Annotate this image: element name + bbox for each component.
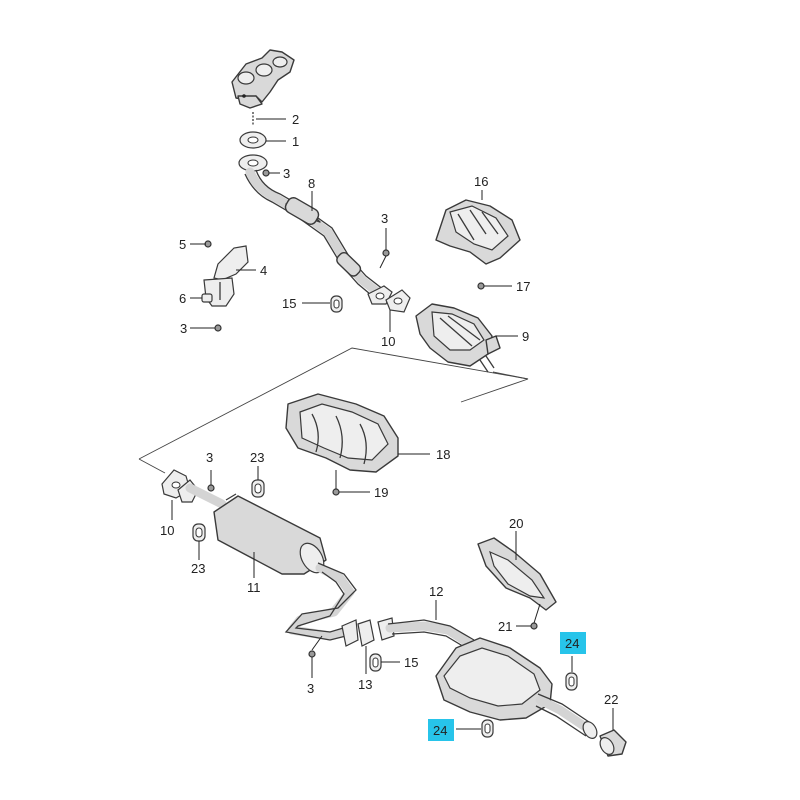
manifold-stud-2	[252, 112, 286, 126]
callout-23: 23	[250, 450, 264, 465]
bracket-4	[190, 240, 256, 332]
callout-24-highlight-a	[560, 632, 586, 654]
callout-3: 3	[381, 211, 388, 226]
rubber-hanger-15b	[369, 653, 400, 672]
heat-shield-rear	[477, 531, 557, 630]
nut-3b	[379, 228, 390, 269]
rubber-hanger-23b	[192, 523, 206, 560]
callout-labels: 1 2 3 3 3 3 3 4 5 6 8 9 10 10 11 12 13 1…	[160, 112, 618, 738]
callout-3: 3	[180, 321, 187, 336]
callout-13: 13	[358, 677, 372, 692]
flange-gasket-lower	[161, 469, 199, 520]
callout-10: 10	[160, 523, 174, 538]
nut-3c	[207, 470, 215, 492]
manifold-gasket-1	[239, 131, 286, 149]
rubber-hanger-24a	[565, 656, 578, 691]
rubber-hanger-24b	[456, 719, 494, 738]
front-pipe-flange	[238, 154, 268, 172]
callout-5: 5	[179, 237, 186, 252]
callout-18: 18	[436, 447, 450, 462]
callout-1: 1	[292, 134, 299, 149]
callout-11: 11	[247, 580, 261, 595]
rear-muffler	[385, 600, 598, 739]
callout-15: 15	[404, 655, 418, 670]
callout-9: 9	[522, 329, 529, 344]
callout-2: 2	[292, 112, 299, 127]
callout-19: 19	[374, 485, 388, 500]
callout-23: 23	[191, 561, 205, 576]
callout-24: 24	[565, 636, 579, 651]
callout-4: 4	[260, 263, 267, 278]
callout-20: 20	[509, 516, 523, 531]
callout-17: 17	[516, 279, 530, 294]
callout-15: 15	[282, 296, 296, 311]
callout-10: 10	[381, 334, 395, 349]
callout-21: 21	[498, 619, 512, 634]
callout-22: 22	[604, 692, 618, 707]
section-boundary-lines	[138, 347, 529, 474]
heat-shield-lower	[285, 393, 430, 496]
rubber-hanger-23a	[251, 466, 265, 498]
callout-8: 8	[308, 176, 315, 191]
flange-gasket-upper	[367, 285, 411, 332]
callout-12: 12	[429, 584, 443, 599]
intermediate-pipe	[185, 483, 357, 641]
heat-shield-upper	[435, 190, 521, 290]
callout-16: 16	[474, 174, 488, 189]
callout-3: 3	[206, 450, 213, 465]
callout-3: 3	[283, 166, 290, 181]
callout-24-highlight-b	[428, 719, 454, 741]
nut-3d	[308, 635, 323, 678]
callout-6: 6	[179, 291, 186, 306]
nut-3a	[262, 169, 280, 177]
catalytic-converter	[415, 303, 518, 373]
callout-3: 3	[307, 681, 314, 696]
callout-24: 24	[433, 723, 447, 738]
exhaust-manifold	[231, 49, 295, 109]
rubber-hanger-15a	[302, 295, 343, 313]
tail-pipe-tip	[599, 708, 627, 757]
front-pipe	[244, 167, 385, 300]
